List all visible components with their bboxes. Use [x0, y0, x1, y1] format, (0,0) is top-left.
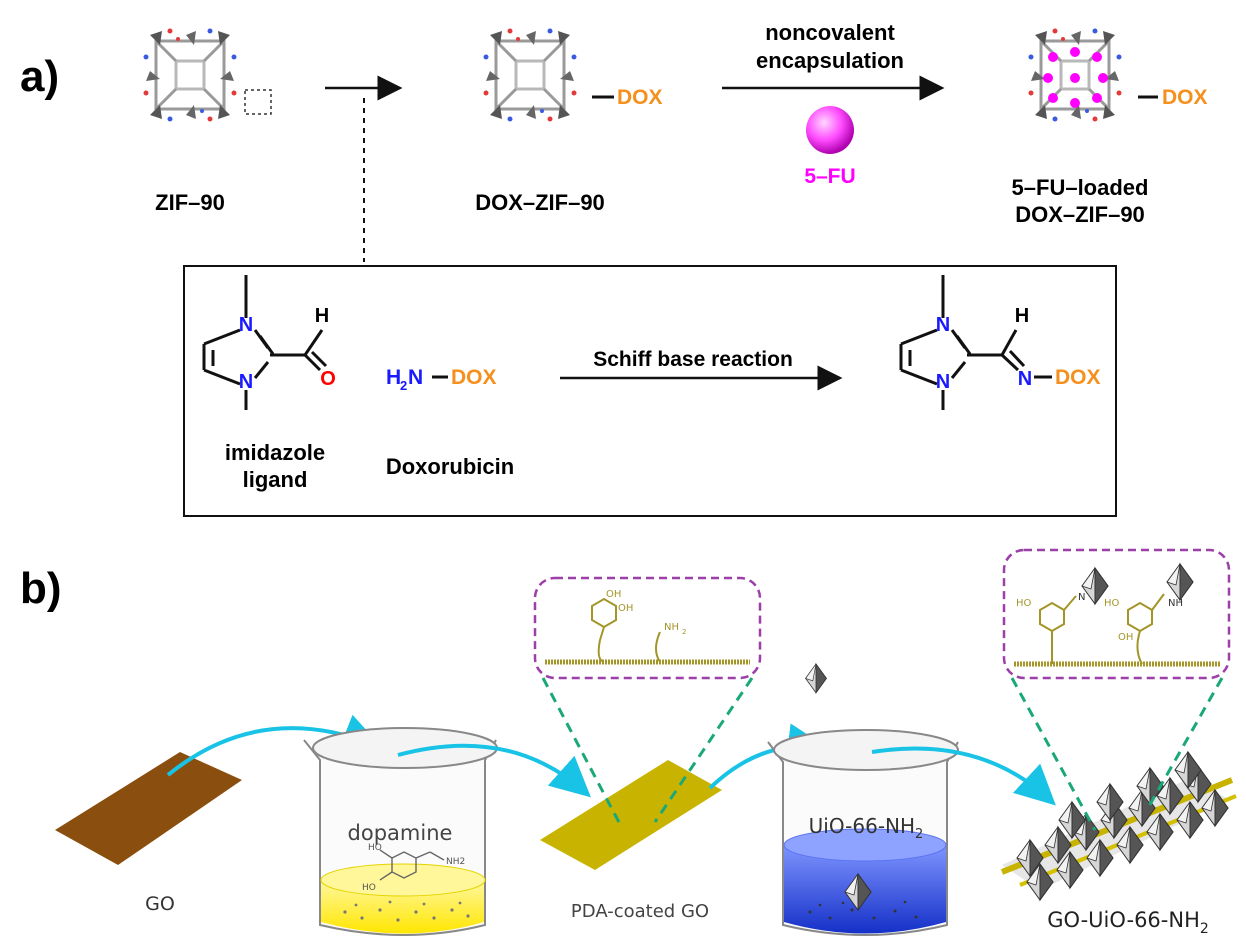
- loaded-label-line2: DOX–ZIF–90: [1015, 202, 1145, 227]
- product-structure: [899, 275, 1052, 410]
- product-h: H: [1015, 305, 1029, 327]
- final-inset-ho-2: HO: [1104, 598, 1120, 609]
- arrow-text-noncovalent: noncovalent: [765, 20, 895, 45]
- ligand-o: O: [320, 368, 336, 390]
- product-imine-n: N: [1018, 368, 1032, 390]
- pda-inset-oh-2: OH: [618, 603, 633, 614]
- ligand-n-bottom: N: [239, 371, 253, 393]
- pda-inset-frame: [533, 576, 762, 680]
- final-inset-leader-left: [1010, 677, 1097, 831]
- final-inset-structures: [1039, 593, 1165, 665]
- ligand-highlight-box: [244, 89, 272, 115]
- product-n-bottom: N: [936, 371, 950, 393]
- imidazole-ligand-structure: [202, 275, 328, 410]
- beaker-ho-2: HO: [362, 883, 376, 893]
- pda-sheet: [540, 760, 722, 870]
- arrow-text-encapsulation: encapsulation: [756, 48, 904, 73]
- pda-inset-nh-sub: 2: [682, 628, 686, 636]
- final-inset-leader-right: [1146, 677, 1224, 809]
- ligand-n-top: N: [239, 314, 253, 336]
- fu-sphere: [806, 106, 854, 154]
- go-sheet: [55, 752, 242, 865]
- schiff-base-label: Schiff base reaction: [593, 348, 793, 371]
- dopamine-label: dopamine: [348, 821, 453, 845]
- final-inset-oh: OH: [1118, 632, 1133, 643]
- uio-beaker: [767, 729, 959, 936]
- ligand-label-line2: ligand: [243, 467, 308, 492]
- final-inset-ho-1: HO: [1016, 598, 1032, 609]
- final-octahedra: [1016, 751, 1229, 901]
- zif90-label: ZIF–90: [155, 190, 225, 215]
- reaction-box: [183, 265, 1117, 517]
- beaker-ho-1: HO: [368, 843, 382, 853]
- pda-inset-leader-right: [653, 677, 754, 823]
- amine-h: H: [386, 366, 401, 389]
- pda-inset-oh-1: OH: [606, 589, 621, 600]
- go-label: GO: [145, 893, 175, 915]
- product-dox: DOX: [1055, 366, 1101, 389]
- dox-zif90-label: DOX–ZIF–90: [475, 190, 605, 215]
- final-inset-nh: NH: [1168, 598, 1183, 609]
- panel-b-label: b): [20, 564, 62, 613]
- dopamine-beaker: [303, 727, 498, 936]
- final-label: GO-UiO-66-NH2: [1047, 908, 1209, 937]
- arrow-uio-to-final: [871, 746, 1056, 806]
- panel-a-label: a): [20, 52, 59, 101]
- amine-n: N: [408, 366, 423, 389]
- uio-label: UiO-66-NH2: [809, 814, 924, 842]
- amine-h-subscript: 2: [400, 378, 407, 393]
- arrow-dopamine-to-pda: [397, 743, 591, 798]
- dox-zif90-structure: [482, 27, 578, 123]
- ligand-label-line1: imidazole: [225, 440, 325, 465]
- pda-label: PDA-coated GO: [571, 901, 709, 922]
- final-inset-frame: [1002, 548, 1231, 680]
- pda-inset-catechol: [591, 597, 661, 663]
- doxorubicin-label: Doxorubicin: [386, 454, 514, 479]
- dox-tag-2: DOX: [1162, 86, 1208, 109]
- amine-dox: DOX: [451, 366, 497, 389]
- final-inset-octa-2: [1166, 563, 1194, 601]
- dox-tag: DOX: [617, 86, 663, 109]
- pda-inset-nh: NH: [664, 622, 679, 633]
- pda-inset-leader-left: [541, 677, 624, 829]
- fu-label: 5–FU: [804, 165, 855, 188]
- beaker-nh2: NH2: [446, 857, 465, 867]
- ligand-h: H: [315, 305, 329, 327]
- loaded-fu-dots: [1043, 47, 1108, 108]
- final-inset-n: N: [1078, 592, 1085, 603]
- product-n-top: N: [936, 314, 950, 336]
- loaded-label-line1: 5–FU–loaded: [1012, 175, 1149, 200]
- zif90-structure: [142, 27, 238, 123]
